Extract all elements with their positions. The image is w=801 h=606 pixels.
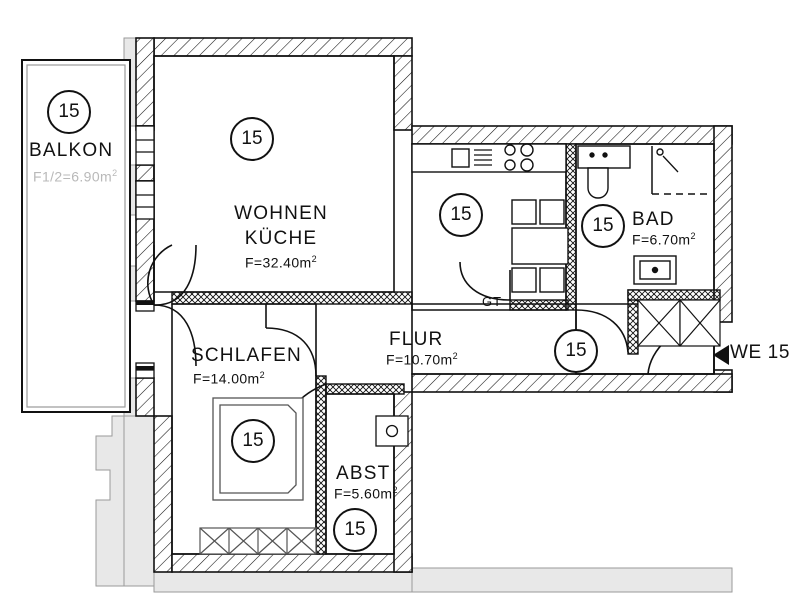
entrance-label: WE 15 <box>730 342 791 363</box>
room-label-schlafen: SCHLAFEN <box>191 345 302 366</box>
room-label-flur: FLUR <box>389 329 444 350</box>
marker-label-flur: 15 <box>565 340 587 361</box>
boiler-icon <box>375 415 409 447</box>
gt-label: GT <box>482 294 503 309</box>
marker-label-balkon: 15 <box>58 101 80 122</box>
room-area-wohnen-sup: 2 <box>311 254 318 264</box>
room-area-schlafen: F=14.00m2 <box>193 370 265 387</box>
storage-room-fixture <box>375 415 409 447</box>
room-area-bad: F=6.70m2 <box>632 231 696 248</box>
room-area-schlafen-sup: 2 <box>259 370 266 380</box>
marker-circle-wohnen <box>230 117 274 161</box>
marker-circle-balkon <box>47 90 91 134</box>
marker-circle-flur <box>554 329 598 373</box>
room-area-balkon-text: F1/2=6.90m <box>33 168 113 185</box>
marker-label-bad: 15 <box>592 215 614 236</box>
shower-drain-icon <box>656 148 664 156</box>
door-leaf-balcony-lower <box>136 366 154 370</box>
tap-dot-icon <box>589 152 595 158</box>
marker-label-abst: 15 <box>344 519 366 540</box>
bedroom-furniture <box>199 397 317 555</box>
entrance-arrow-icon <box>713 345 729 365</box>
room-area-flur-text: F=10.70m <box>386 351 453 368</box>
marker-circle-kueche <box>439 193 483 237</box>
room-area-bad-sup: 2 <box>690 231 696 241</box>
door-leaf-balcony-upper <box>136 301 154 305</box>
room-label-balkon: BALKON <box>29 140 114 161</box>
kitchen-fixtures <box>411 143 569 293</box>
bath-cabinet-icon <box>637 299 721 347</box>
room-area-balkon: F1/2=6.90m2 <box>33 168 118 185</box>
room-area-flur-sup: 2 <box>452 351 459 361</box>
room-area-wohnen-text: F=32.40m <box>244 254 312 271</box>
marker-label-wohnen: 15 <box>241 128 263 149</box>
window-openings <box>135 125 155 312</box>
tap-dot-icon <box>602 152 608 158</box>
interior-partition-walls <box>171 143 721 555</box>
room-label-wohnen: WOHNEN <box>234 203 328 224</box>
marker-circle-schlafen <box>231 419 275 463</box>
room-area-bad-text: F=6.70m <box>632 231 691 248</box>
wardrobe-icon <box>199 527 317 555</box>
sink-icon <box>451 148 470 168</box>
marker-label-kueche: 15 <box>450 204 472 225</box>
marker-circle-abst <box>333 508 377 552</box>
marker-circle-bad <box>581 204 625 248</box>
wc-icon <box>587 167 609 199</box>
room-area-abst-sup: 2 <box>392 485 398 495</box>
room-label-abst: ABST <box>336 463 391 484</box>
bathroom-fixtures <box>577 145 721 347</box>
room-label-bad: BAD <box>632 209 675 230</box>
room-area-abst: F=5.60m2 <box>334 485 398 502</box>
room-area-flur: F=10.70m2 <box>386 351 458 368</box>
room-area-schlafen-text: F=14.00m <box>193 370 260 387</box>
room-area-abst-text: F=5.60m <box>334 485 393 502</box>
room-number-markers <box>47 90 625 552</box>
room-area-wohnen: F=32.40m2 <box>245 254 317 271</box>
window-bedroom <box>135 362 155 379</box>
room-area-balkon-sup: 2 <box>112 168 118 178</box>
room-label-kueche: KÜCHE <box>244 228 318 249</box>
drainboard-icon <box>474 149 492 166</box>
stove-icon <box>504 143 534 172</box>
dining-set-icon <box>511 199 569 293</box>
marker-label-schlafen: 15 <box>242 430 264 451</box>
